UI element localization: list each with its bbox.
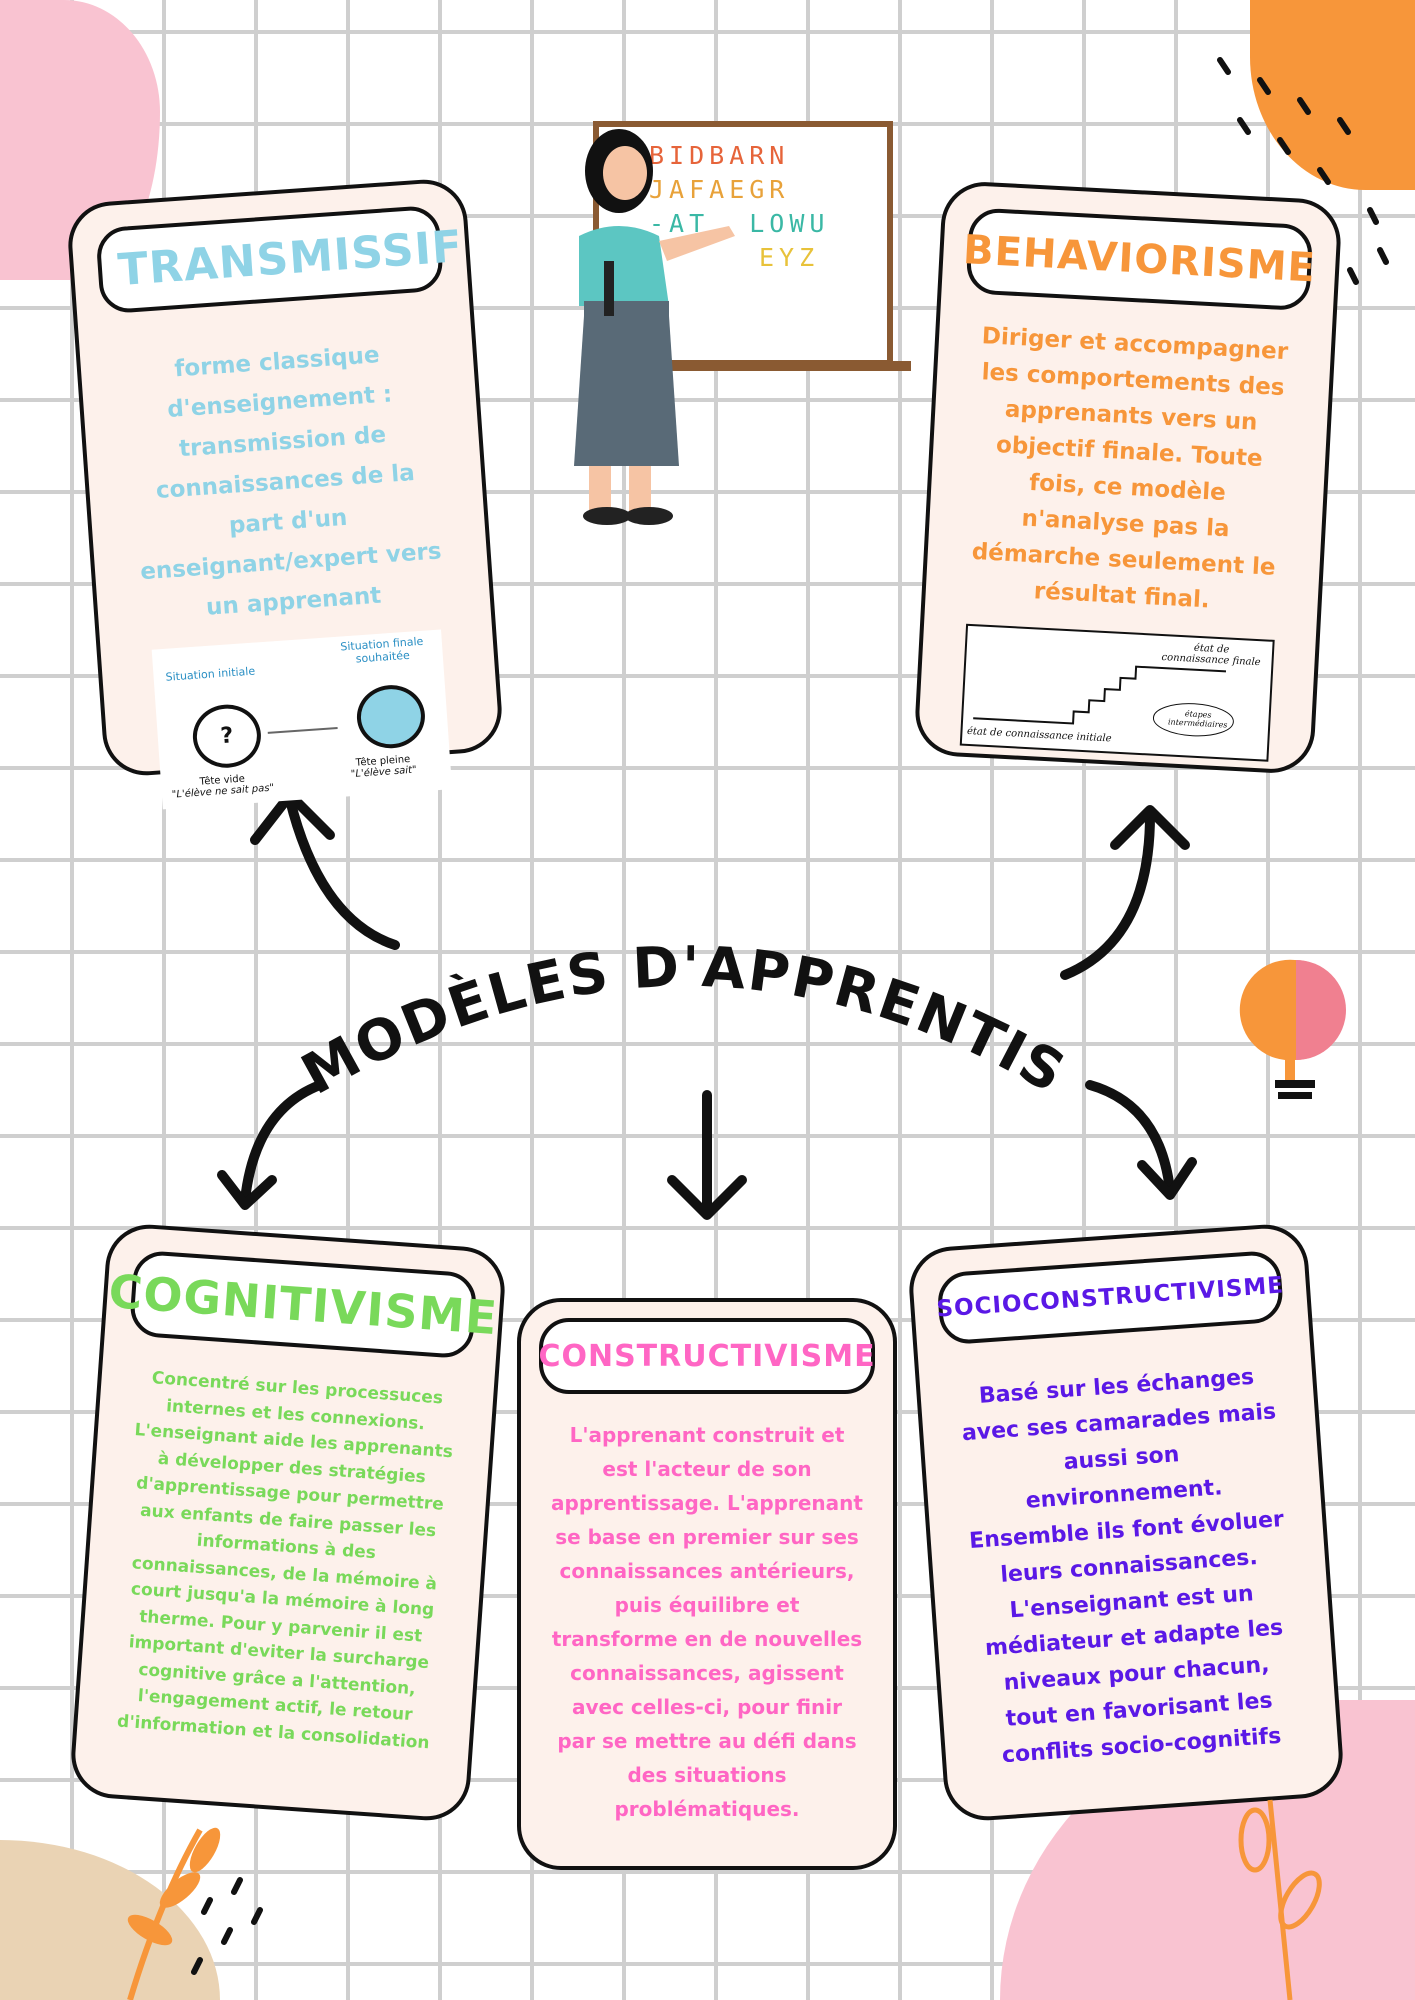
staircase-diagram: état de connaissance finale étapes inter… [959, 623, 1275, 762]
diagram-initial-label: Situation initiale [165, 664, 256, 684]
staircase-icon [972, 665, 1234, 737]
card-text: L'apprenant construit et est l'acteur de… [551, 1423, 863, 1821]
board-line: BIDBARN [649, 141, 790, 170]
card-constructivisme: CONSTRUCTIVISME L'apprenant construit et… [517, 1298, 897, 1870]
board-line: JAFAEGR [649, 175, 790, 204]
card-socioconstructivisme: SOCIOCONSTRUCTIVISME Basé sur les échang… [906, 1221, 1346, 1824]
full-head-circle [354, 682, 428, 751]
card-behaviorisme: BEHAVIORISME Diriger et accompagner les … [913, 179, 1343, 776]
teacher-figure [574, 129, 735, 525]
diagram-initial-caption: Tête vide"L'élève ne sait pas" [171, 772, 274, 801]
card-title: COGNITIVISME [106, 1264, 500, 1346]
card-title: SOCIOCONSTRUCTIVISME [935, 1272, 1285, 1323]
card-title-box: CONSTRUCTIVISME [538, 1318, 876, 1394]
diagram-final-label: Situation finale souhaitée [339, 634, 424, 666]
board-ledge [619, 361, 911, 371]
card-title: BEHAVIORISME [961, 227, 1317, 292]
card-text: Basé sur les échanges avec ses camarades… [961, 1364, 1285, 1769]
steps-label: étapes intermédiaires [1167, 709, 1228, 730]
transmission-diagram: Situation initiale Situation finale souh… [151, 629, 453, 810]
teacher-illustration: BIDBARN JAFAEGR -AT LOWU EYZ [529, 121, 919, 531]
board-line: EYZ [759, 243, 820, 272]
card-cognitivisme: COGNITIVISME Concentré sur les processuc… [68, 1221, 508, 1824]
card-title: CONSTRUCTIVISME [538, 1338, 876, 1374]
diagram-arrow [267, 726, 338, 734]
card-text: forme classique d'enseignement : transmi… [139, 342, 443, 621]
card-text: Concentré sur les processuces internes e… [116, 1368, 454, 1753]
diagram-final-caption: Tête pleine"L'élève sait" [350, 754, 417, 780]
card-transmissif: TRANSMISSIF forme classique d'enseigneme… [65, 176, 505, 810]
card-title: TRANSMISSIF [116, 220, 465, 296]
board-line: -AT LOWU [649, 209, 830, 238]
board-text: BIDBARN JAFAEGR -AT LOWU EYZ [649, 139, 879, 275]
question-mark: ? [219, 723, 235, 750]
empty-head-circle: ? [190, 702, 264, 770]
card-text: Diriger et accompagner les comportements… [971, 323, 1289, 614]
